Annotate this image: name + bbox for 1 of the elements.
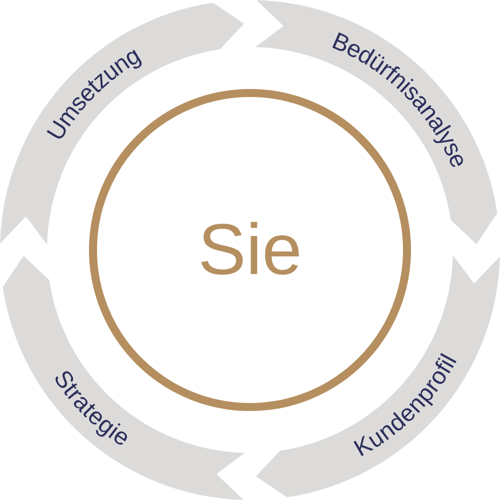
center-label: Sie [198,209,302,291]
